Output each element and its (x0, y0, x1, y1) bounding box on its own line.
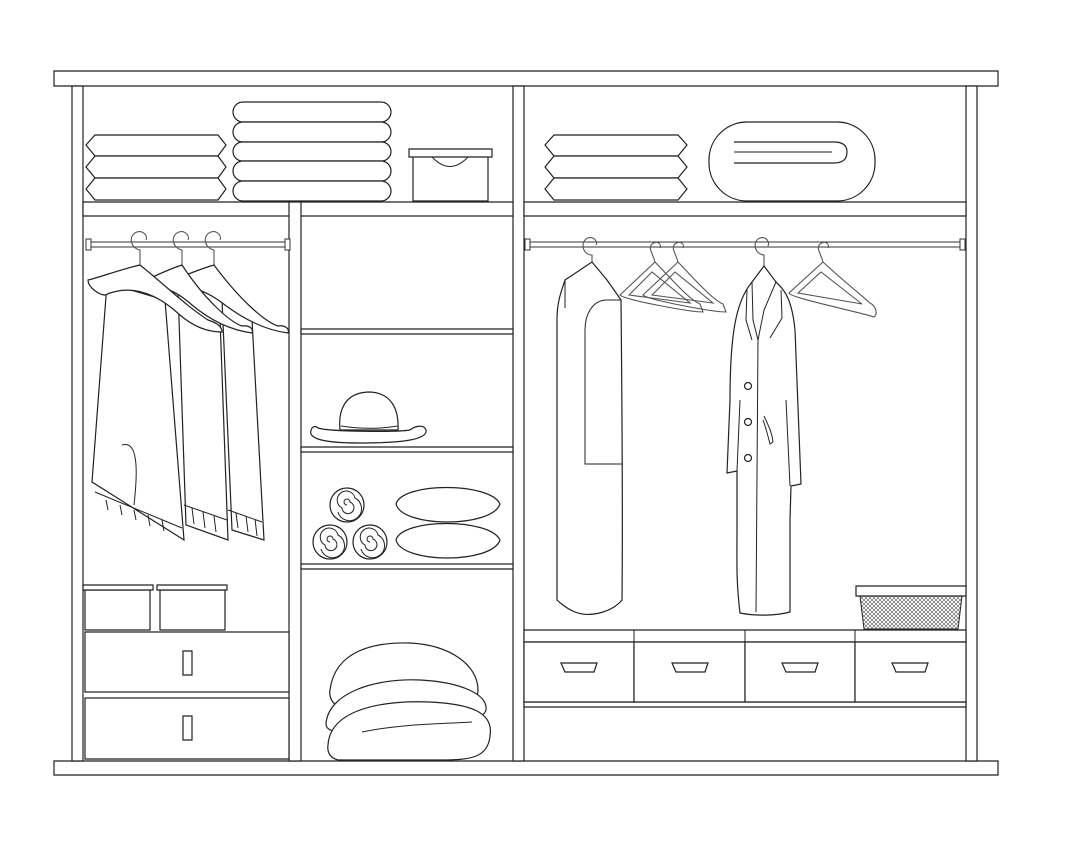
top-cornice (54, 71, 998, 86)
middle-shelf-1 (301, 329, 513, 334)
rolled-blankets-icon (233, 102, 391, 201)
right-hanging-rail (525, 239, 965, 250)
empty-hanger-icon (643, 242, 726, 312)
cushions-icon (326, 643, 490, 760)
empty-hanger-icon (620, 242, 703, 312)
hanging-trousers-icon (88, 232, 288, 540)
drawer-handle-icon (183, 651, 192, 675)
middle-shelf-2 (301, 447, 513, 452)
right-drawer-3[interactable] (745, 642, 855, 702)
drawer-handle-icon (892, 663, 928, 672)
drawer-handle-icon (782, 663, 818, 672)
pillows-icon (396, 488, 500, 559)
storage-box-icon (157, 585, 227, 630)
wardrobe-frame (54, 71, 998, 775)
storage-box-icon (83, 585, 153, 630)
right-drawer-2[interactable] (634, 642, 745, 702)
folded-duvet-icon (709, 122, 875, 201)
left-drawer-2[interactable] (85, 698, 289, 759)
right-side-panel (966, 86, 977, 761)
folded-towels-icon (86, 135, 226, 200)
plinth (54, 761, 998, 775)
right-drawer-1[interactable] (524, 642, 634, 702)
center-divider (513, 86, 524, 761)
left-hanging-rail (86, 239, 290, 250)
left-side-panel (72, 86, 83, 761)
drawer-handle-icon (672, 663, 708, 672)
left-drawer-1[interactable] (85, 632, 289, 692)
folded-towels-icon (545, 135, 687, 200)
wire-basket-icon (856, 586, 966, 629)
bowler-hat-icon (311, 392, 426, 443)
left-inner-divider (289, 202, 301, 761)
rolled-towels-icon (313, 488, 387, 559)
right-drawer-4[interactable] (855, 642, 966, 702)
empty-hanger-icon (789, 242, 876, 317)
storage-box-icon (409, 149, 492, 201)
long-coat-icon (727, 238, 801, 616)
garment-bag-icon (557, 238, 622, 615)
drawer-handle-icon (561, 663, 597, 672)
top-shelf-right (524, 202, 966, 216)
middle-shelf-3 (301, 564, 513, 569)
drawer-handle-icon (183, 716, 192, 740)
